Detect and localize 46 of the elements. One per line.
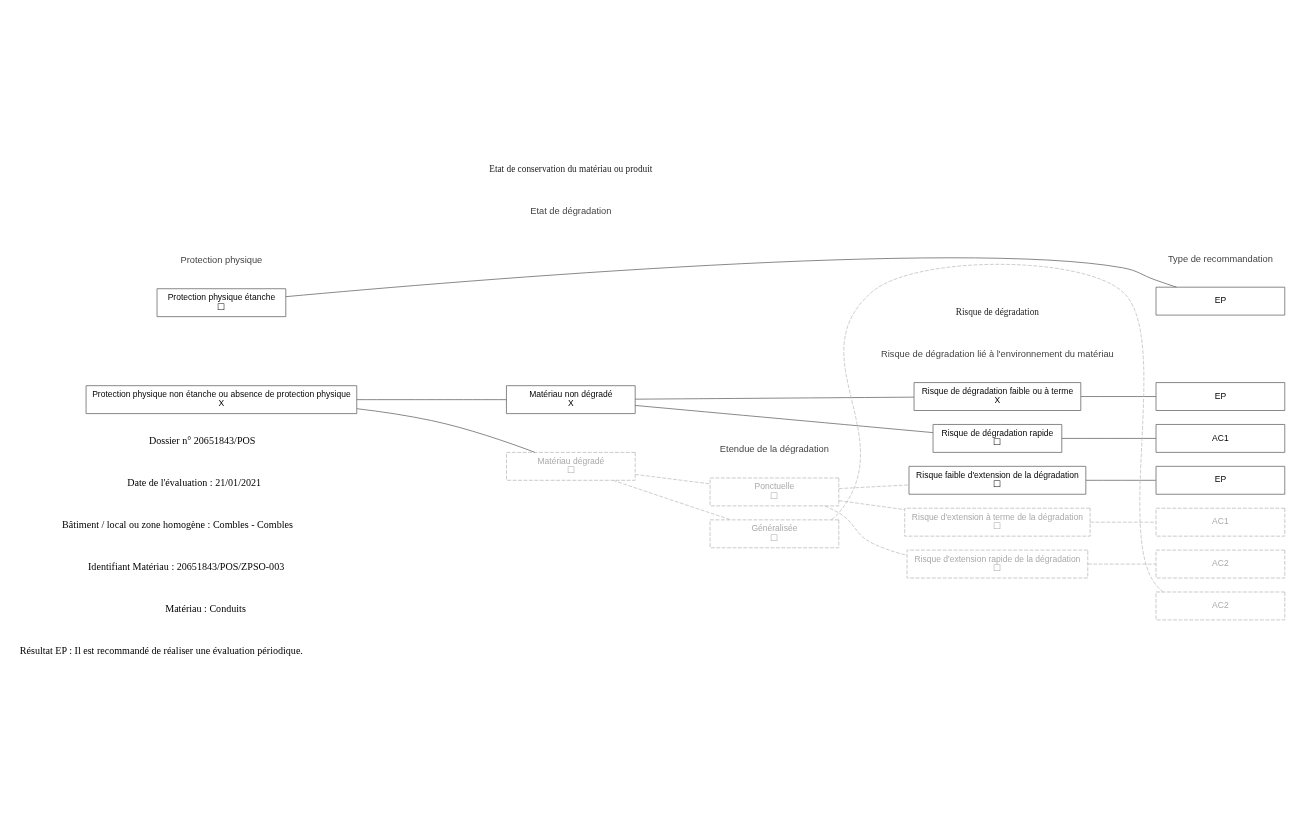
connector <box>838 500 906 510</box>
connector <box>831 263 1164 593</box>
connector <box>1089 521 1157 523</box>
node-box: EP <box>1155 382 1286 411</box>
connector <box>634 396 915 400</box>
label: Type de recommandation <box>1167 253 1273 264</box>
node-box: AC1 <box>1155 424 1286 453</box>
label: Dossier n° 20651843/POS <box>148 435 256 447</box>
label: Risque de dégradation <box>955 307 1039 318</box>
connector <box>612 479 732 521</box>
label: Bâtiment / local ou zone homogène : Combles - Combles <box>62 518 293 530</box>
connector <box>1061 438 1157 439</box>
node-box: Matériau non dégradé X <box>506 385 636 414</box>
connector <box>1085 479 1157 481</box>
label: Matériau : Conduits <box>165 602 246 614</box>
connector <box>356 408 536 453</box>
node-box: Matériau dégradé ☐ <box>506 452 636 481</box>
node-box: Généralisée ☐ <box>709 519 840 549</box>
node-box: EP <box>1155 465 1286 495</box>
label: Etat de conservation du matériau ou produit <box>489 164 653 175</box>
node-box: Protection physique non étanche ou absence de protection physique X <box>85 385 358 414</box>
node-box: Risque faible d'extension de la dégradation ☐ <box>908 465 1087 495</box>
label: Identifiant Matériau : 20651843/POS/ZPSO-003 <box>88 560 285 572</box>
node-box: Risque d'extension à terme de la dégradation ☐ <box>904 507 1091 537</box>
connector <box>285 257 1177 298</box>
connector <box>356 399 507 401</box>
node-box: Protection physique étanche ☐ <box>156 288 287 318</box>
node-box: Risque d'extension rapide de la dégradation ☐ <box>906 549 1089 579</box>
label: Résultat EP : Il est recommandé de réaliser une évaluation périodique. <box>19 644 303 656</box>
label: Etat de dégradation <box>530 206 612 217</box>
node-box: EP <box>1155 286 1286 316</box>
connector <box>634 405 934 433</box>
node-box: Risque de dégradation rapide ☐ <box>932 424 1063 453</box>
node-box: Ponctuelle ☐ <box>709 477 840 507</box>
label: Risque de dégradation lié à l'environnement du matériau <box>881 349 1114 360</box>
node-box: AC2 <box>1155 591 1286 621</box>
connector <box>838 484 910 489</box>
label: Protection physique <box>180 255 263 266</box>
label: Etendue de la dégradation <box>719 444 829 455</box>
connector <box>824 505 908 556</box>
label: Date de l'évaluation : 21/01/2021 <box>127 477 262 489</box>
node-box: AC2 <box>1155 549 1286 579</box>
node-box: Risque de dégradation faible ou à terme X <box>913 382 1082 411</box>
connector <box>634 474 711 485</box>
node-box: AC1 <box>1155 507 1286 537</box>
connector <box>1080 396 1157 397</box>
